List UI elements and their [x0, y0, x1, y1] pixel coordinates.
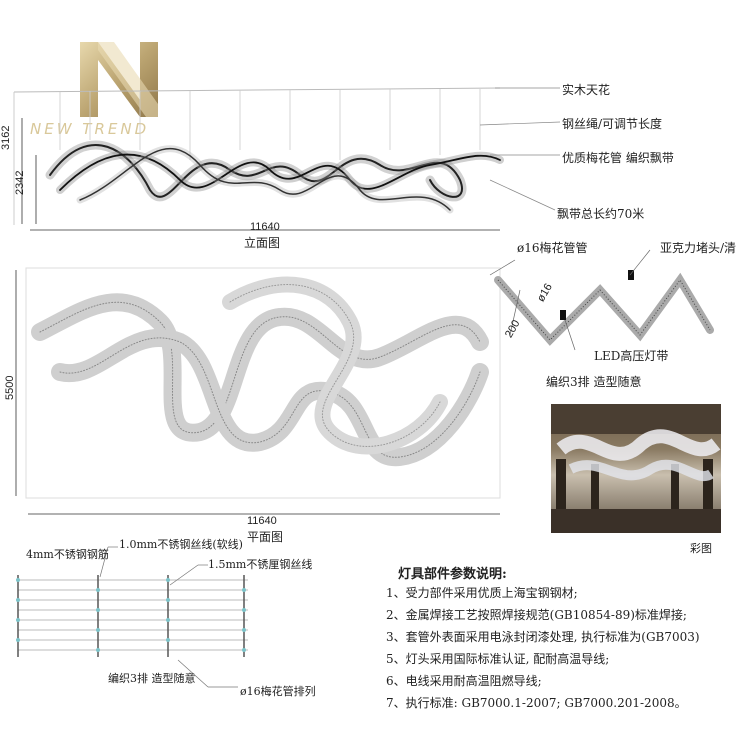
note-item: 2、金属焊接工艺按照焊接规范(GB10854-89)标准焊接; — [386, 608, 687, 622]
note-item: 6、电线采用耐高温阻燃导线; — [386, 674, 542, 688]
label-weave: 编织3排 造型随意 — [546, 375, 642, 389]
elevation-drawing — [13, 87, 561, 231]
plan-dim-height: 5500 — [4, 375, 16, 400]
elevation-caption: 立面图 — [244, 236, 281, 250]
note-item: 5、灯头采用国际标准认证, 配耐高温导线; — [386, 652, 610, 666]
label-ceiling: 实木天花 — [562, 83, 611, 97]
brand-logo — [80, 42, 158, 117]
label-acrylic-cap: 亚克力堵头/清 — [660, 241, 737, 255]
note-item: 3、套管外表面采用电泳封闭漆处理, 执行标准为(GB7003) — [386, 630, 700, 644]
label-thick-wire: 1.5mm不锈厘钢丝线 — [208, 558, 313, 571]
label-led-strip: LED高压灯带 — [594, 349, 669, 363]
label-soft-wire: 1.0mm不锈钢丝线(软线) — [119, 538, 243, 551]
rendering-photo — [551, 404, 721, 533]
elevation-dim-outer: 3162 — [0, 125, 12, 150]
tube-detail-drawing — [489, 249, 714, 351]
label-steel-rod: 4mm不锈钢钢筋 — [26, 548, 109, 561]
label-tube-array: ø16梅花管排列 — [240, 685, 316, 698]
label-tube: ø16梅花管管 — [517, 241, 588, 255]
label-frame-weave: 编织3排 造型随意 — [108, 672, 196, 685]
plan-caption: 平面图 — [247, 530, 284, 544]
brand-logo-text: NEW TREND — [30, 120, 150, 138]
plan-drawing — [15, 267, 501, 515]
notes-title: 灯具部件参数说明: — [398, 567, 507, 582]
label-ribbon-length: 飘带总长约70米 — [557, 207, 645, 221]
photo-caption: 彩图 — [690, 542, 712, 555]
notes-list: 1、受力部件采用优质上海宝钢钢材; 2、金属焊接工艺按照焊接规范(GB10854… — [386, 582, 700, 714]
note-item: 7、执行标准: GB7000.1-2007; GB7000.201-2008。 — [386, 696, 687, 710]
elevation-dim-width: 11640 — [250, 221, 280, 233]
frame-drawing — [16, 546, 248, 688]
label-tube-ribbon: 优质梅花管 编织飘带 — [562, 151, 674, 165]
note-item: 1、受力部件采用优质上海宝钢钢材; — [386, 586, 578, 600]
elevation-dim-inner: 2342 — [14, 170, 26, 195]
plan-dim-width: 11640 — [247, 515, 277, 527]
label-wire-rope: 钢丝绳/可调节长度 — [562, 117, 663, 131]
